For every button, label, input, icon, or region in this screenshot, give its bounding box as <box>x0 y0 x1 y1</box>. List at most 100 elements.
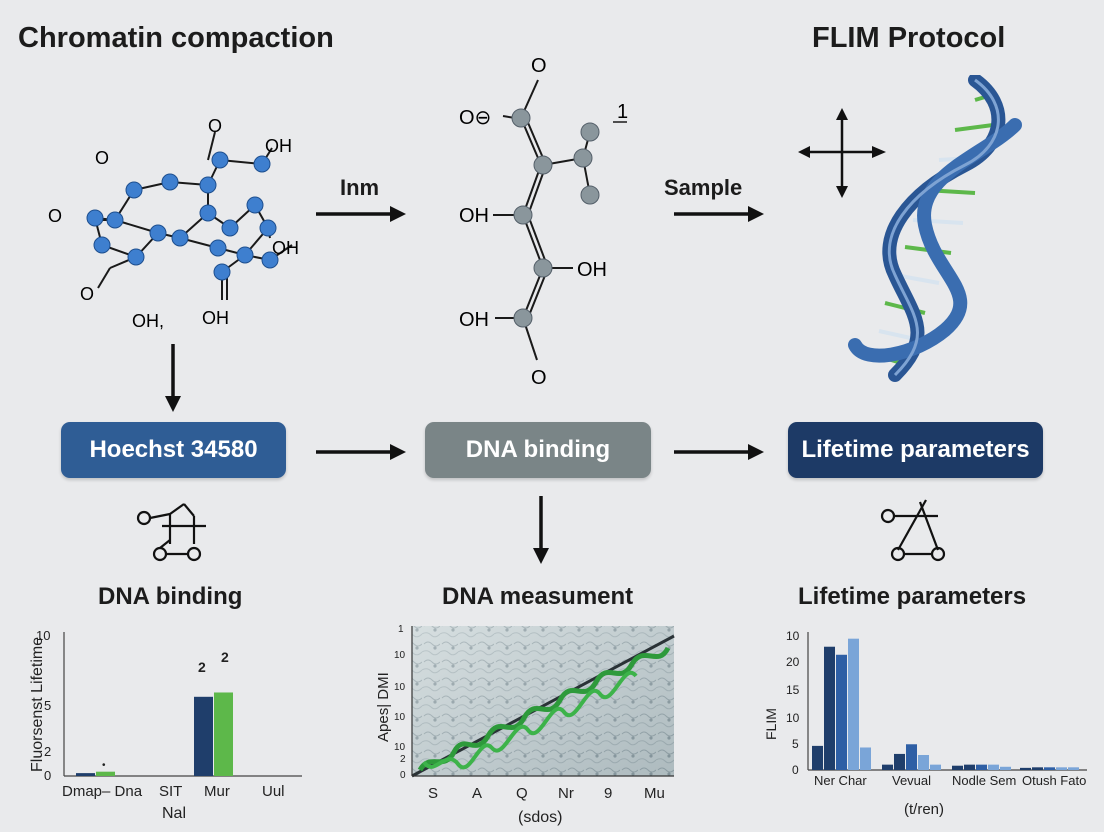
chart2-xtick: 9 <box>604 785 612 802</box>
molecule-2-diagram: O O⊖ 1 OH OH OH O <box>459 55 628 389</box>
chart3-ytick: 20 <box>786 655 800 669</box>
chart3-xtick: Ner Char <box>814 773 867 788</box>
chart2-ytick: 10 <box>394 650 406 661</box>
lifetime-box[interactable]: Lifetime parameters <box>788 422 1043 478</box>
down-arrow-icon <box>533 496 549 564</box>
chart2-ytick: 10 <box>394 712 406 723</box>
crosshair-icon <box>798 108 886 198</box>
mol2-label-o-top: O <box>531 55 547 77</box>
mol1-label-o-top: O <box>95 148 109 168</box>
chart2-ytick: 10 <box>394 742 406 753</box>
chart2-xtick: Nr <box>558 785 574 802</box>
mol1-label-oh-bottom-left: OH, <box>132 311 164 331</box>
bar-1-0 <box>882 764 893 770</box>
mol2-label-oh-2: OH <box>577 259 607 281</box>
bar-1-4 <box>930 764 941 770</box>
chart3-ytick: 0 <box>792 763 799 777</box>
mol1-label-oh-bottom: OH <box>202 308 229 328</box>
mol1-label-oh-top: OH <box>265 136 292 156</box>
chart2-ytick: 0 <box>400 770 406 781</box>
mol1-label-oh-right: OH <box>272 238 299 258</box>
mol2-label-1: 1 <box>617 101 628 123</box>
chart2-ytick: 1 <box>398 624 404 635</box>
chart2-xtick: Q <box>516 785 528 802</box>
bar-0-3 <box>848 638 859 770</box>
chart1-data-label: 2 <box>198 659 206 675</box>
chart3-ylabel: FLIM <box>763 708 779 740</box>
bar-3-4 <box>1068 767 1079 770</box>
dna-helix-icon <box>848 75 1022 382</box>
right-arrow-icon <box>316 206 406 222</box>
bar-2-3 <box>988 764 999 770</box>
arrow-label-inm: Inm <box>340 175 380 200</box>
chart1-xlabel: Nal <box>162 805 186 822</box>
chart-right: FLIM 10 20 15 10 5 0 Ner Char Vevual Nod… <box>763 629 1087 818</box>
mol2-label-o-minus: O⊖ <box>459 107 491 129</box>
bar-2-2 <box>976 764 987 770</box>
mol2-label-o-bottom: O <box>531 367 547 389</box>
arrow-label-sample: Sample <box>664 175 743 200</box>
bar-0-0 <box>76 773 95 776</box>
bar-2-0 <box>952 765 963 770</box>
flim-heading: FLIM Protocol <box>812 22 1006 54</box>
section-title-middle: DNA measument <box>442 583 634 610</box>
down-arrow-icon <box>165 344 181 412</box>
bar-0-0 <box>812 745 823 770</box>
chart-middle: Apes| DMI 1 10 10 10 10 2 0 S A Q Nr 9 M… <box>375 624 675 826</box>
bar-1-1 <box>894 753 905 770</box>
chart3-xtick: Vevual <box>892 773 931 788</box>
chart1-marker: • <box>102 760 106 771</box>
mol1-label-o-extra: O <box>208 116 222 136</box>
chart1-xtick: Dmap– Dna <box>62 783 143 800</box>
molecule-sketch-icon <box>136 503 206 562</box>
chart1-xtick: SIT <box>159 783 182 800</box>
bar-0-1 <box>96 771 115 776</box>
chart2-xtick: Mu <box>644 785 665 802</box>
bar-2-1 <box>214 692 233 776</box>
chromatin-heading: Chromatin compaction <box>18 22 334 54</box>
bar-1-3 <box>918 754 929 770</box>
bar-2-1 <box>964 764 975 770</box>
mol1-label-o-left: O <box>48 206 62 226</box>
chart1-ytick: 2 <box>44 744 51 759</box>
chart1-ytick: 5 <box>44 698 51 713</box>
chart2-ytick: 10 <box>394 682 406 693</box>
chart1-ytick: 0 <box>44 768 51 783</box>
mol1-label-o-bottom: O <box>80 284 94 304</box>
bar-0-2 <box>836 654 847 770</box>
bar-0-1 <box>824 646 835 770</box>
chart3-xlabel: (t/ren) <box>904 801 944 818</box>
chart2-ylabel: Apes| DMI <box>375 672 392 742</box>
chart3-xtick: Nodle Sem <box>952 773 1016 788</box>
section-title-left: DNA binding <box>98 583 243 610</box>
chart-left: Fluorsenst Lifetime 10 5 2 0 • 2 2 Dmap–… <box>29 628 302 822</box>
bar-2-4 <box>1000 766 1011 770</box>
chart2-xtick: A <box>472 785 482 802</box>
dna-binding-box[interactable]: DNA binding <box>425 422 651 478</box>
chart1-ylabel: Fluorsenst Lifetime <box>29 637 46 772</box>
hoechst-box[interactable]: Hoechst 34580 <box>61 422 286 478</box>
bar-2-0 <box>194 696 213 776</box>
chart1-xtick: Uul <box>262 783 285 800</box>
bar-3-1 <box>1032 767 1043 770</box>
right-arrow-icon <box>316 444 406 460</box>
right-arrow-icon <box>674 206 764 222</box>
chart1-xtick: Mur <box>204 783 230 800</box>
chart2-ytick: 2 <box>400 754 406 765</box>
chart3-ytick: 15 <box>786 683 800 697</box>
bar-3-0 <box>1020 767 1031 770</box>
triangle-sketch-icon <box>880 499 946 562</box>
molecule-1-diagram: O O OH OH O OH, OH O <box>48 116 299 331</box>
chart2-xtick: S <box>428 785 438 802</box>
chart2-xlabel: (sdos) <box>518 809 562 826</box>
bar-0-4 <box>860 747 871 770</box>
chart3-xtick: Otush Fato <box>1022 773 1086 788</box>
chart3-ytick: 5 <box>792 737 799 751</box>
chart3-ytick: 10 <box>786 711 800 725</box>
chart1-data-label: 2 <box>221 649 229 665</box>
mol2-label-oh-3: OH <box>459 309 489 331</box>
bar-3-3 <box>1056 767 1067 770</box>
bar-3-2 <box>1044 767 1055 770</box>
bar-1-2 <box>906 744 917 770</box>
mol2-label-oh-1: OH <box>459 205 489 227</box>
